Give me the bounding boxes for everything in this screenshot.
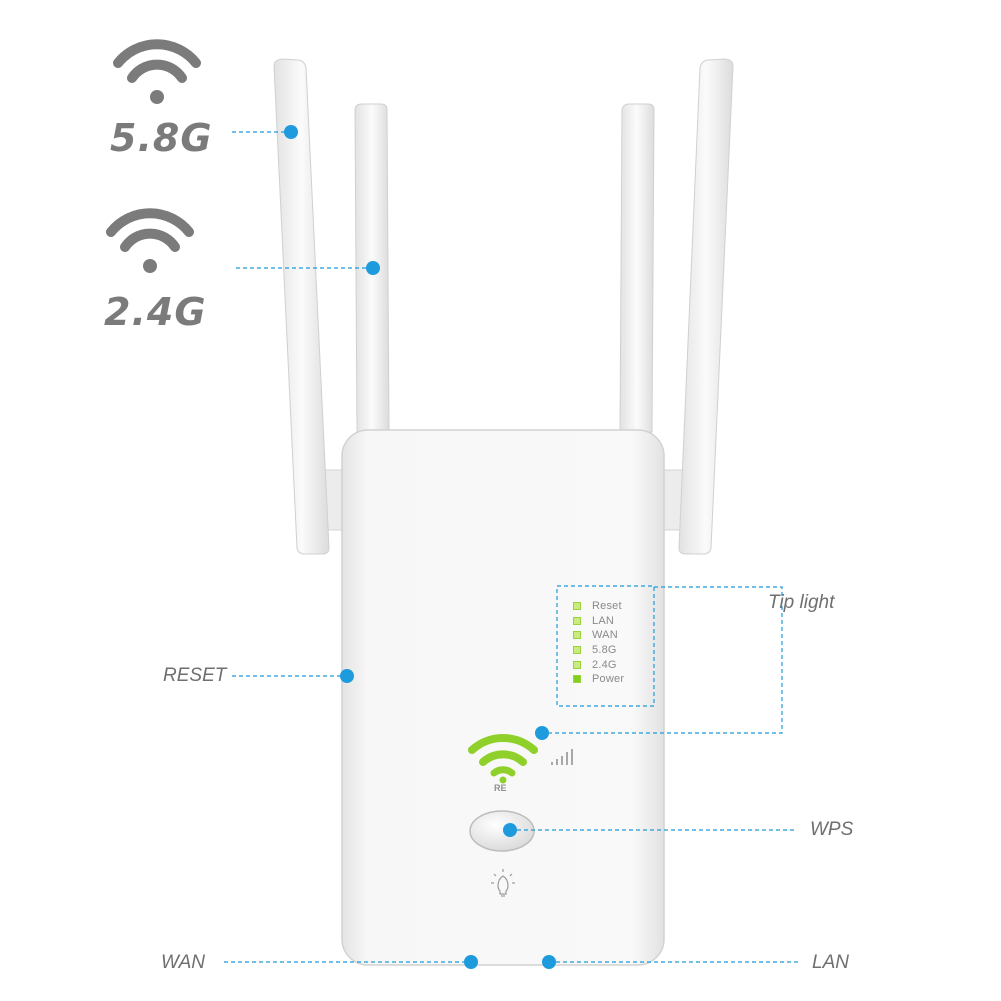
callout-dot-5-8g	[284, 125, 298, 139]
band-label-5-8g: 5.8G	[110, 116, 213, 160]
antenna-2-4g-right	[619, 103, 655, 433]
leader-line-tip-light	[542, 586, 783, 734]
led-indicator	[573, 660, 581, 669]
led-indicator	[573, 675, 581, 684]
led-label: 2.4G	[592, 658, 617, 671]
led-label: LAN	[592, 614, 614, 627]
wifi-icon	[468, 734, 538, 784]
wifi-icon	[113, 39, 201, 104]
tip-light-frame	[556, 585, 655, 707]
led-label: Reset	[592, 600, 622, 613]
antenna-5-8g-right	[678, 58, 734, 555]
callout-dot-2-4g	[366, 261, 380, 275]
callout-dot-wan	[464, 955, 478, 969]
light-bulb-icon	[491, 869, 515, 897]
list-item: WAN	[573, 628, 624, 643]
callout-label-wan: WAN	[161, 952, 205, 973]
list-item: 5.8G	[573, 643, 624, 658]
callout-dot-lan	[542, 955, 556, 969]
list-item: Power	[573, 672, 624, 687]
extender-body	[341, 429, 665, 966]
callout-dot-tip-light	[535, 726, 549, 740]
list-item: Reset	[573, 599, 624, 614]
led-indicator-list: Reset LAN WAN 5.8G 2.4G Power	[573, 599, 624, 687]
wifi-icon	[106, 208, 194, 273]
antenna-5-8g-left	[273, 58, 330, 555]
led-indicator	[573, 602, 581, 611]
callout-label-wps: WPS	[810, 819, 854, 840]
led-indicator	[573, 631, 581, 640]
callout-label-reset: RESET	[163, 665, 227, 686]
led-label: WAN	[592, 629, 618, 642]
wps-button[interactable]	[469, 810, 535, 852]
band-label-2-4g: 2.4G	[104, 290, 207, 334]
repeater-mode-label: RE	[494, 783, 507, 793]
led-indicator	[573, 646, 581, 655]
callout-dot-reset	[340, 669, 354, 683]
signal-bars-icon	[551, 749, 573, 765]
led-indicator	[573, 616, 581, 625]
list-item: 2.4G	[573, 657, 624, 672]
callout-dot-wps	[503, 823, 517, 837]
list-item: LAN	[573, 614, 624, 629]
led-label: Power	[592, 673, 625, 686]
callout-label-lan: LAN	[812, 952, 849, 973]
callout-label-tip-light: Tip light	[768, 592, 835, 613]
led-label: 5.8G	[592, 644, 617, 657]
